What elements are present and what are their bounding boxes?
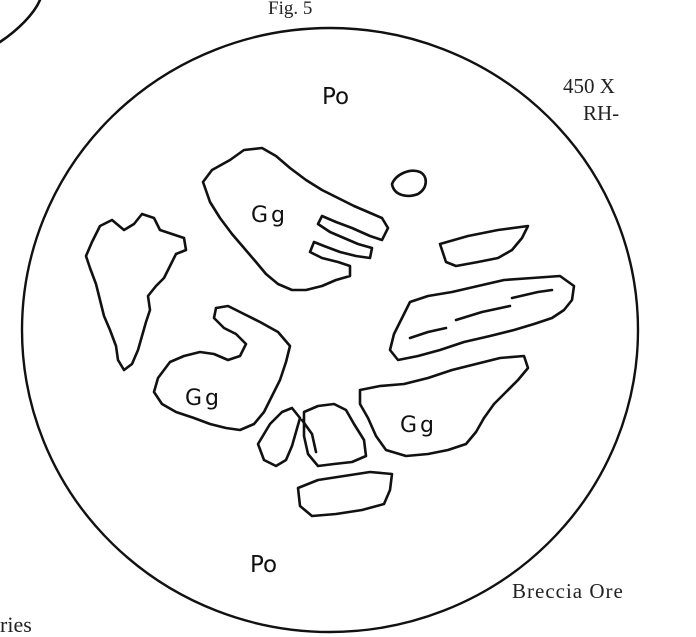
label-po-bottom: Po bbox=[250, 552, 277, 578]
grain-upper bbox=[203, 148, 388, 290]
sample-label: Breccia Ore bbox=[512, 579, 624, 603]
grain-banded bbox=[390, 276, 574, 360]
grain-right bbox=[360, 356, 528, 456]
grain-banded-stripe-2 bbox=[456, 306, 510, 320]
grain-left-irregular bbox=[86, 214, 186, 370]
magnification-label: 450 X bbox=[563, 74, 615, 98]
grain-left-hooked bbox=[154, 306, 290, 430]
label-gg-upper: Gg bbox=[251, 203, 288, 228]
corner-fragment-line bbox=[0, 0, 40, 42]
grain-bottom-elongated bbox=[298, 472, 392, 516]
field-of-view-circle bbox=[22, 28, 638, 632]
grain-banded-stripe-1 bbox=[512, 290, 552, 298]
grain-small-a bbox=[258, 408, 300, 466]
grain-banded-stripe-3 bbox=[410, 328, 446, 338]
margin-text: ries bbox=[0, 612, 32, 637]
figure-caption: Fig. 5 bbox=[268, 0, 312, 19]
grain-small-round bbox=[392, 171, 426, 196]
illumination-label: RH- bbox=[583, 101, 619, 125]
label-gg-right: Gg bbox=[400, 413, 437, 438]
label-po-top: Po bbox=[322, 84, 349, 110]
grain-parallelogram bbox=[440, 226, 528, 266]
label-gg-left: Gg bbox=[185, 386, 222, 411]
